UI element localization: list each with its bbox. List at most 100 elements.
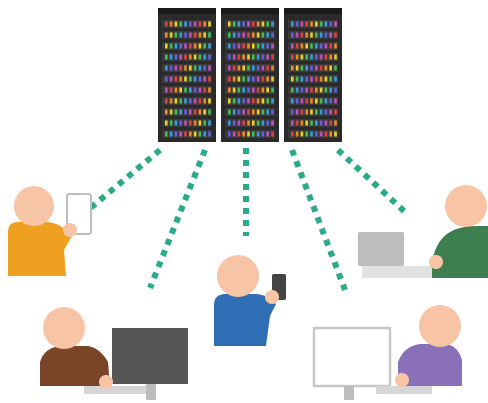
rack-led (305, 109, 308, 115)
rack-led (305, 87, 308, 93)
rack-led (315, 87, 318, 93)
person-head (217, 255, 259, 297)
rack-led (266, 43, 269, 49)
rack-led (305, 131, 308, 137)
rack-led (174, 120, 178, 126)
rack-led (179, 87, 182, 93)
rack-slot (225, 130, 275, 138)
rack-led (315, 120, 318, 126)
rack-led (228, 87, 231, 93)
rack-led (271, 120, 274, 126)
rack-led (208, 98, 211, 104)
rack-led (261, 76, 265, 82)
rack-led (247, 98, 250, 104)
rack-slot (225, 20, 275, 28)
rack-led (179, 21, 182, 27)
rack-led (324, 87, 328, 93)
rack-led (247, 120, 250, 126)
rack-led (252, 120, 255, 126)
rack-led (319, 43, 323, 49)
rack-led (193, 21, 197, 27)
person-head (14, 186, 54, 226)
rack-led (198, 98, 202, 104)
rack-led (315, 32, 318, 38)
rack-led (315, 21, 318, 27)
rack-led (174, 32, 178, 38)
rack-led (203, 131, 206, 137)
rack-led (184, 21, 187, 27)
rack-slot (288, 108, 338, 116)
rack-led (169, 43, 173, 49)
rack-led (208, 43, 211, 49)
rack-led (228, 21, 231, 27)
rack-led (310, 32, 313, 38)
user-desktop-light (312, 305, 462, 400)
rack-led (237, 76, 241, 82)
rack-led (252, 109, 255, 115)
rack-led (261, 65, 265, 71)
user-laptop (358, 185, 488, 278)
rack-slot (162, 119, 212, 127)
rack-led (165, 120, 168, 126)
rack-led (184, 65, 187, 71)
rack-led (208, 131, 211, 137)
rack-led (319, 32, 323, 38)
rack-slot (225, 86, 275, 94)
rack-led (169, 131, 173, 137)
rack-led (324, 21, 328, 27)
rack-led (252, 76, 255, 82)
rack-led (295, 54, 299, 60)
rack-led (228, 131, 231, 137)
rack-led (310, 54, 313, 60)
rack-slot (162, 31, 212, 39)
rack-led (310, 76, 313, 82)
rack-slot (225, 97, 275, 105)
rack-led (261, 120, 265, 126)
rack-led (189, 65, 192, 71)
rack-led (271, 131, 274, 137)
rack-led (208, 120, 211, 126)
rack-slot (288, 53, 338, 61)
rack-led (247, 43, 250, 49)
link-to-desktop-light-user (289, 148, 348, 292)
rack-led (232, 54, 236, 60)
rack-led (261, 87, 265, 93)
rack-led (256, 109, 260, 115)
rack-led (165, 54, 168, 60)
desktop-monitor-icon (112, 328, 188, 384)
rack-led (165, 43, 168, 49)
rack-led (169, 76, 173, 82)
rack-led (252, 21, 255, 27)
rack-led (203, 43, 206, 49)
rack-led (300, 87, 304, 93)
rack-led (305, 120, 308, 126)
rack-led (334, 109, 337, 115)
person-body (214, 294, 276, 346)
rack-led (208, 76, 211, 82)
rack-led (242, 32, 245, 38)
rack-led (252, 65, 255, 71)
rack-led (300, 43, 304, 49)
rack-led (169, 32, 173, 38)
rack-led (165, 21, 168, 27)
rack-led (295, 21, 299, 27)
rack-led (291, 43, 294, 49)
rack-led (319, 131, 323, 137)
rack-led (184, 98, 187, 104)
rack-led (295, 131, 299, 137)
rack-led (198, 21, 202, 27)
rack-led (324, 32, 328, 38)
rack-led (261, 43, 265, 49)
rack-led (237, 109, 241, 115)
rack-led (329, 109, 332, 115)
rack-led (189, 54, 192, 60)
rack-led (232, 43, 236, 49)
rack-led (310, 109, 313, 115)
rack-led (291, 32, 294, 38)
rack-led (247, 109, 250, 115)
rack-led (247, 21, 250, 27)
rack-led (189, 32, 192, 38)
rack-led (266, 32, 269, 38)
rack-led (189, 76, 192, 82)
rack-led (232, 21, 236, 27)
